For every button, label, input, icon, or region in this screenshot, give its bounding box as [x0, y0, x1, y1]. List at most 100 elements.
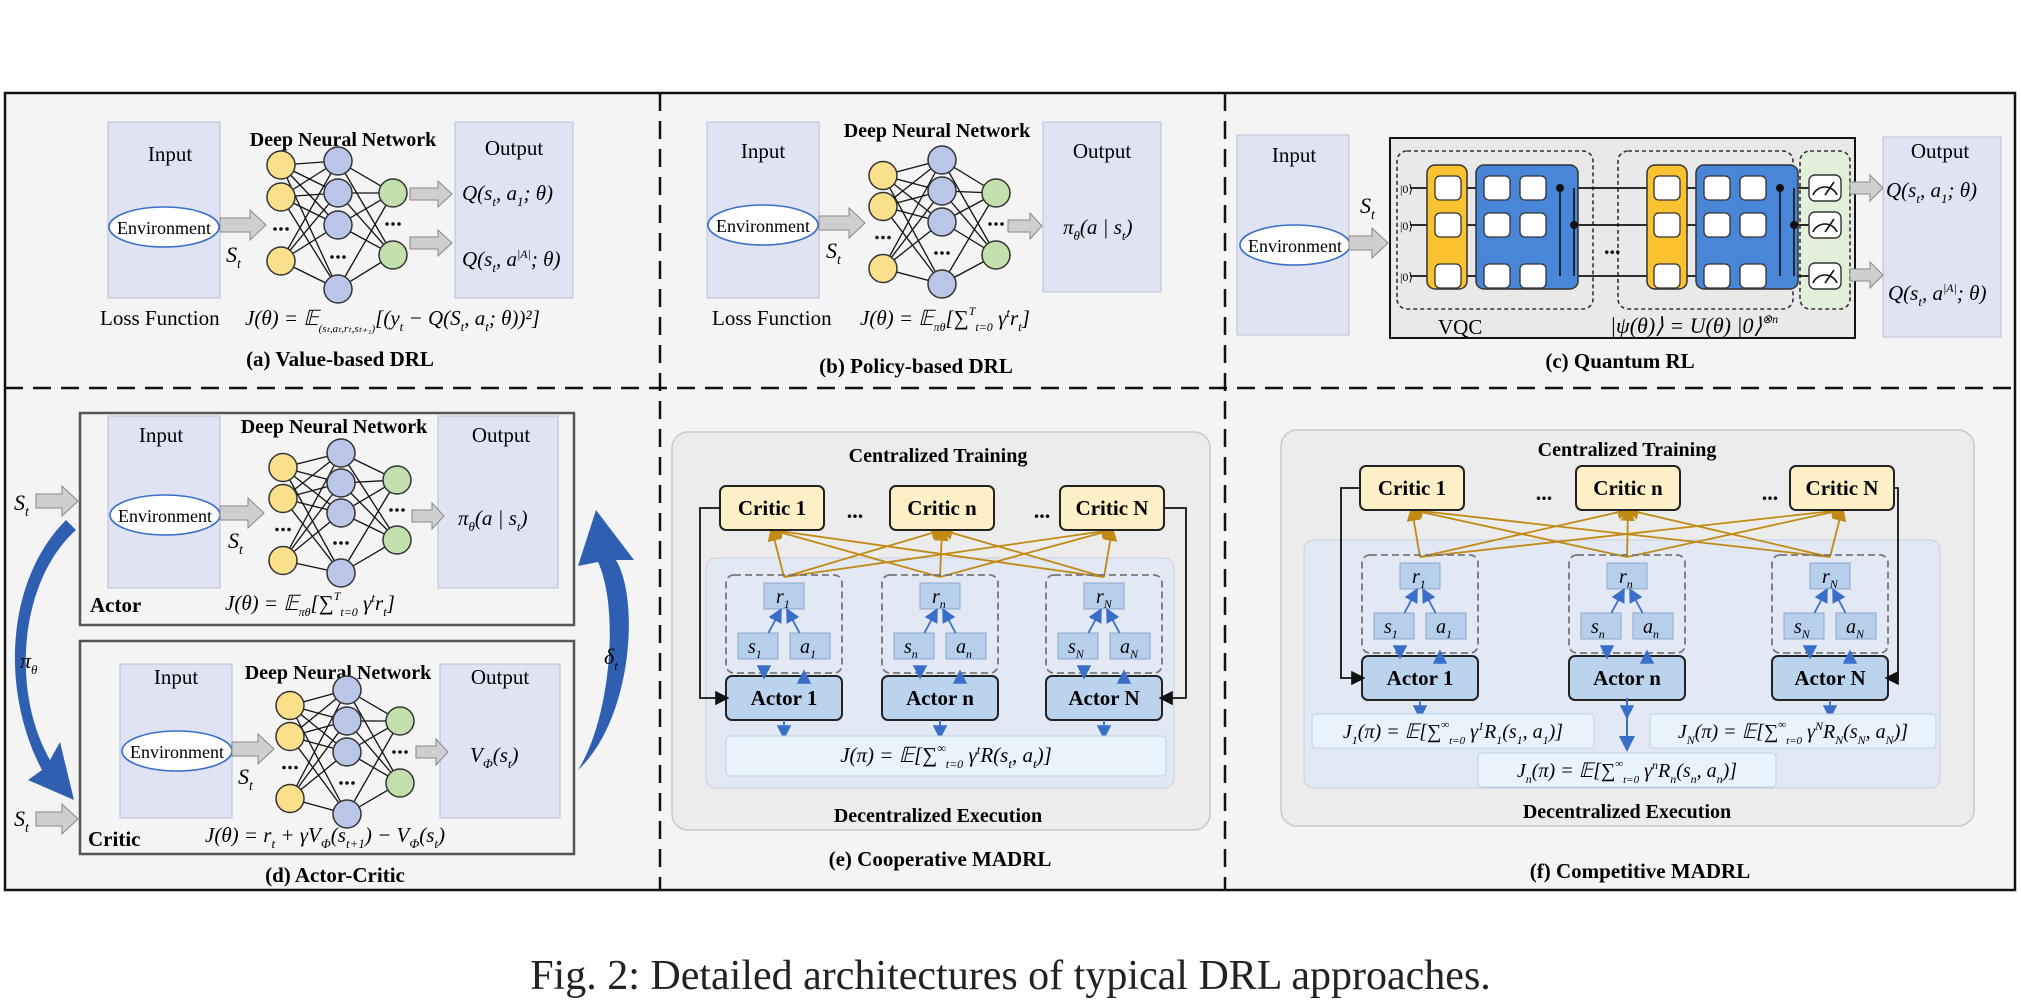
critic-actor-loop	[1340, 487, 1366, 686]
reward-box	[1809, 562, 1851, 590]
measure-needle	[1824, 269, 1835, 284]
ellipsis-dot	[395, 508, 399, 512]
ellipsis-dot	[946, 251, 950, 255]
ellipsis-dot	[404, 750, 408, 754]
nn-node	[266, 246, 296, 276]
output-label: Output	[472, 423, 531, 447]
critic-label: Critic	[88, 827, 140, 851]
feedback-arrow	[1408, 505, 1628, 558]
input-label: Input	[154, 665, 198, 689]
actor-label: Actor N	[1068, 686, 1139, 710]
nn-edge	[346, 720, 401, 815]
nn-node	[868, 160, 898, 191]
ellipsis-dot	[934, 251, 938, 255]
ellipsis-dot	[287, 527, 291, 532]
gate	[1519, 212, 1547, 238]
critic-label: Critic n	[907, 496, 977, 520]
objective-box	[725, 735, 1167, 777]
panel-b: Input Output Deep Neural Network Environ…	[706, 120, 1162, 378]
panel-c: Input Output Environment St |0⟩|0⟩|0⟩ VQ…	[1236, 134, 2002, 373]
delta-flow-arrow-icon	[578, 510, 634, 770]
nn-node	[268, 545, 298, 576]
architecture-figure: Input Output Deep Neural Network Environ…	[3, 91, 2017, 892]
gate	[1703, 175, 1731, 201]
input-arrow-icon	[818, 206, 866, 240]
nn-node	[332, 706, 362, 736]
nn-edge	[340, 479, 398, 574]
actor-label: Actor	[90, 593, 141, 617]
state-box	[1057, 632, 1099, 660]
ellipsis-dot	[389, 508, 393, 512]
flow-arrow	[1106, 607, 1121, 634]
nn-node	[326, 498, 356, 528]
nn-node	[323, 210, 353, 240]
dnn-label: Deep Neural Network	[250, 129, 437, 151]
objective-box	[1311, 713, 1595, 749]
panel-title: (c) Quantum RL	[1545, 349, 1694, 373]
objective-box	[1649, 713, 1937, 749]
ellipsis-dot	[336, 255, 340, 259]
gate	[1739, 263, 1767, 289]
flow-arrow	[923, 607, 938, 634]
input-label: Input	[148, 142, 192, 166]
nn-node	[275, 721, 305, 752]
feedback-arrow	[1624, 505, 1831, 558]
panel-title: (b) Policy-based DRL	[819, 354, 1013, 378]
gate	[1434, 175, 1462, 201]
objective-box	[1477, 752, 1777, 788]
policy-output: πθ(a | st)	[1063, 215, 1133, 243]
output-box	[454, 121, 574, 299]
dnn-label: Deep Neural Network	[241, 416, 428, 438]
ellipsis-dot	[391, 222, 395, 226]
nn-edge	[282, 482, 342, 561]
nn-edge	[280, 192, 339, 262]
nn-node	[382, 525, 412, 555]
nn-edge	[882, 159, 943, 269]
output-box	[439, 663, 561, 819]
ellipsis-dot	[940, 251, 944, 255]
output-box	[1882, 136, 2002, 338]
reward-box	[763, 582, 805, 610]
policy-flow-arrow-icon	[14, 520, 76, 800]
ellipsis-dot	[1000, 222, 1004, 226]
feedback-arrow	[1419, 505, 1632, 558]
ellipsis-dot	[887, 235, 891, 240]
training-label: Centralized Training	[1538, 439, 1717, 461]
measure-arc	[1812, 186, 1838, 196]
nn-node	[981, 178, 1011, 208]
measure-icon	[1808, 211, 1842, 239]
nn-edge	[280, 160, 339, 262]
q-value-a: Q(st, a|A|; θ)	[462, 247, 560, 275]
agent-observation-group	[1361, 554, 1479, 654]
action-box	[1632, 612, 1674, 640]
ellipsis: ...	[1536, 480, 1553, 505]
output-arrow-icon	[415, 737, 449, 767]
critic-actor-loop	[699, 507, 730, 706]
nn-node	[927, 207, 957, 237]
training-label: Centralized Training	[849, 445, 1028, 467]
ellipsis-dot	[273, 227, 277, 231]
state-box	[1580, 612, 1622, 640]
dnn-label: Deep Neural Network	[245, 662, 432, 684]
env-label: Environment	[118, 506, 212, 526]
output-label: Output	[471, 665, 530, 689]
actor-label: Actor N	[1794, 666, 1865, 690]
flow-arrow	[786, 607, 801, 634]
feedback-arrow	[1419, 504, 1846, 558]
cloud-icon	[707, 204, 819, 246]
nn-node	[323, 146, 353, 176]
execution-label: Decentralized Execution	[1523, 801, 1731, 823]
flow-arrow	[1813, 587, 1828, 614]
env-label: Environment	[117, 218, 211, 238]
nn-edge	[941, 192, 997, 285]
output-arrow-icon	[409, 179, 453, 209]
ket-label: |0⟩	[1400, 219, 1413, 233]
state-equation: |ψ(θ)⟩ = U(θ) |0⟩⊗n	[1610, 312, 1778, 338]
q-value-a: Q(st, a|A|; θ)	[1888, 281, 1986, 309]
output-box	[437, 415, 559, 589]
output-arrow-icon	[409, 228, 453, 258]
output-box	[1042, 121, 1162, 293]
actor-label: Actor n	[906, 686, 974, 710]
